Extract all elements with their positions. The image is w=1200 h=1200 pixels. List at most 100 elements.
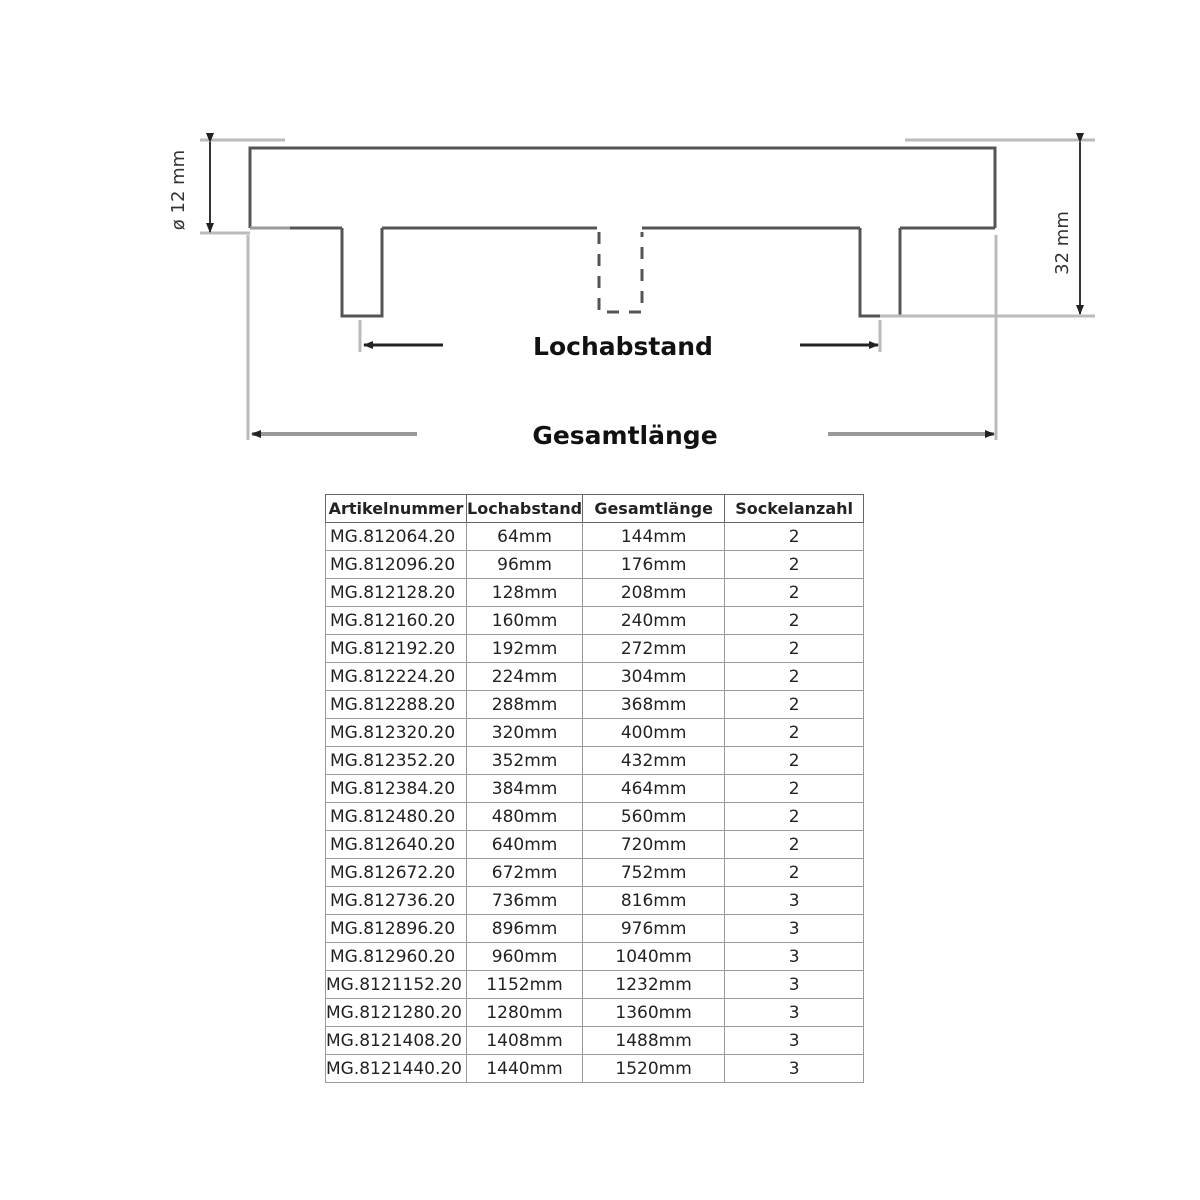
- base-count-cell: 3: [724, 1026, 865, 1055]
- base-count-cell: 2: [724, 662, 865, 691]
- total-length-label: Gesamtlänge: [532, 421, 717, 450]
- base-count-cell: 3: [724, 886, 865, 915]
- total-length-cell: 432mm: [582, 746, 726, 775]
- hole-distance-cell: 96mm: [465, 550, 584, 579]
- total-length-cell: 464mm: [582, 774, 726, 803]
- base-count-cell: 2: [724, 578, 865, 607]
- spec-table-header: Artikelnummer Lochabstand Gesamtlänge So…: [325, 494, 865, 523]
- height-dimension: 32 mm: [1052, 133, 1084, 315]
- total-length-cell: 176mm: [582, 550, 726, 579]
- article-number-cell: MG.812224.20: [325, 662, 467, 691]
- article-number-cell: MG.812960.20: [325, 942, 467, 971]
- article-number-cell: MG.812384.20: [325, 774, 467, 803]
- handle-bar-outline: [248, 146, 997, 230]
- hole-distance-cell: 736mm: [465, 886, 584, 915]
- hole-distance-cell: 288mm: [465, 690, 584, 719]
- hole-distance-cell: 352mm: [465, 746, 584, 775]
- article-number-cell: MG.812064.20: [325, 522, 467, 551]
- base-count-cell: 2: [724, 746, 865, 775]
- total-length-cell: 400mm: [582, 718, 726, 747]
- article-number-cell: MG.8121280.20: [325, 998, 467, 1027]
- hole-distance-cell: 192mm: [465, 634, 584, 663]
- total-length-cell: 1040mm: [582, 942, 726, 971]
- diameter-label: ø 12 mm: [168, 150, 189, 230]
- handle-technical-drawing: ø 12 mm 32 mm Lochabstand Gesamtlänge: [168, 133, 1095, 450]
- right-leg: [858, 228, 902, 318]
- article-number-cell: MG.812288.20: [325, 690, 467, 719]
- header-row: Artikelnummer Lochabstand Gesamtlänge So…: [325, 494, 865, 523]
- total-length-cell: 240mm: [582, 606, 726, 635]
- hole-distance-cell: 1280mm: [465, 998, 584, 1027]
- total-length-cell: 1520mm: [582, 1054, 726, 1083]
- base-count-cell: 2: [724, 606, 865, 635]
- total-length-cell: 720mm: [582, 830, 726, 859]
- base-count-cell: 3: [724, 998, 865, 1027]
- base-count-cell: 2: [724, 718, 865, 747]
- base-count-cell: 2: [724, 830, 865, 859]
- left-leg: [340, 228, 384, 318]
- hole-distance-cell: 896mm: [465, 914, 584, 943]
- article-number-cell: MG.812672.20: [325, 858, 467, 887]
- diameter-dimension: ø 12 mm: [168, 133, 214, 233]
- hole-distance-cell: 1408mm: [465, 1026, 584, 1055]
- base-count-cell: 2: [724, 690, 865, 719]
- total-length-cell: 272mm: [582, 634, 726, 663]
- article-number-cell: MG.812192.20: [325, 634, 467, 663]
- article-number-cell: MG.812736.20: [325, 886, 467, 915]
- base-count-cell: 2: [724, 774, 865, 803]
- article-number-cell: MG.812160.20: [325, 606, 467, 635]
- total-length-cell: 816mm: [582, 886, 726, 915]
- hole-distance-cell: 640mm: [465, 830, 584, 859]
- hole-distance-cell: 64mm: [465, 522, 584, 551]
- hole-distance-dimension: Lochabstand: [363, 332, 879, 361]
- base-count-cell: 2: [724, 634, 865, 663]
- article-number-cell: MG.812480.20: [325, 802, 467, 831]
- hole-distance-cell: 1152mm: [465, 970, 584, 999]
- total-length-cell: 144mm: [582, 522, 726, 551]
- header-base-count: Sockelanzahl: [724, 494, 865, 523]
- base-count-cell: 3: [724, 970, 865, 999]
- total-length-cell: 1232mm: [582, 970, 726, 999]
- height-label: 32 mm: [1052, 211, 1073, 275]
- article-number-cell: MG.8121408.20: [325, 1026, 467, 1055]
- base-count-cell: 2: [724, 550, 865, 579]
- article-number-cell: MG.812640.20: [325, 830, 467, 859]
- article-number-cell: MG.812896.20: [325, 914, 467, 943]
- base-count-cell: 3: [724, 1054, 865, 1083]
- total-length-cell: 560mm: [582, 802, 726, 831]
- total-length-dimension: Gesamtlänge: [251, 421, 995, 450]
- total-length-cell: 304mm: [582, 662, 726, 691]
- hole-distance-cell: 224mm: [465, 662, 584, 691]
- total-length-cell: 368mm: [582, 690, 726, 719]
- article-number-cell: MG.812128.20: [325, 578, 467, 607]
- header-article-number: Artikelnummer: [325, 494, 467, 523]
- hole-distance-cell: 672mm: [465, 858, 584, 887]
- base-count-cell: 2: [724, 522, 865, 551]
- total-length-cell: 1488mm: [582, 1026, 726, 1055]
- spec-table: Artikelnummer Lochabstand Gesamtlänge So…: [325, 494, 865, 1083]
- hole-distance-cell: 320mm: [465, 718, 584, 747]
- hole-distance-cell: 384mm: [465, 774, 584, 803]
- hole-distance-label: Lochabstand: [533, 332, 713, 361]
- base-count-cell: 3: [724, 942, 865, 971]
- article-number-cell: MG.8121152.20: [325, 970, 467, 999]
- middle-leg-dashed: [597, 232, 644, 314]
- article-number-cell: MG.812096.20: [325, 550, 467, 579]
